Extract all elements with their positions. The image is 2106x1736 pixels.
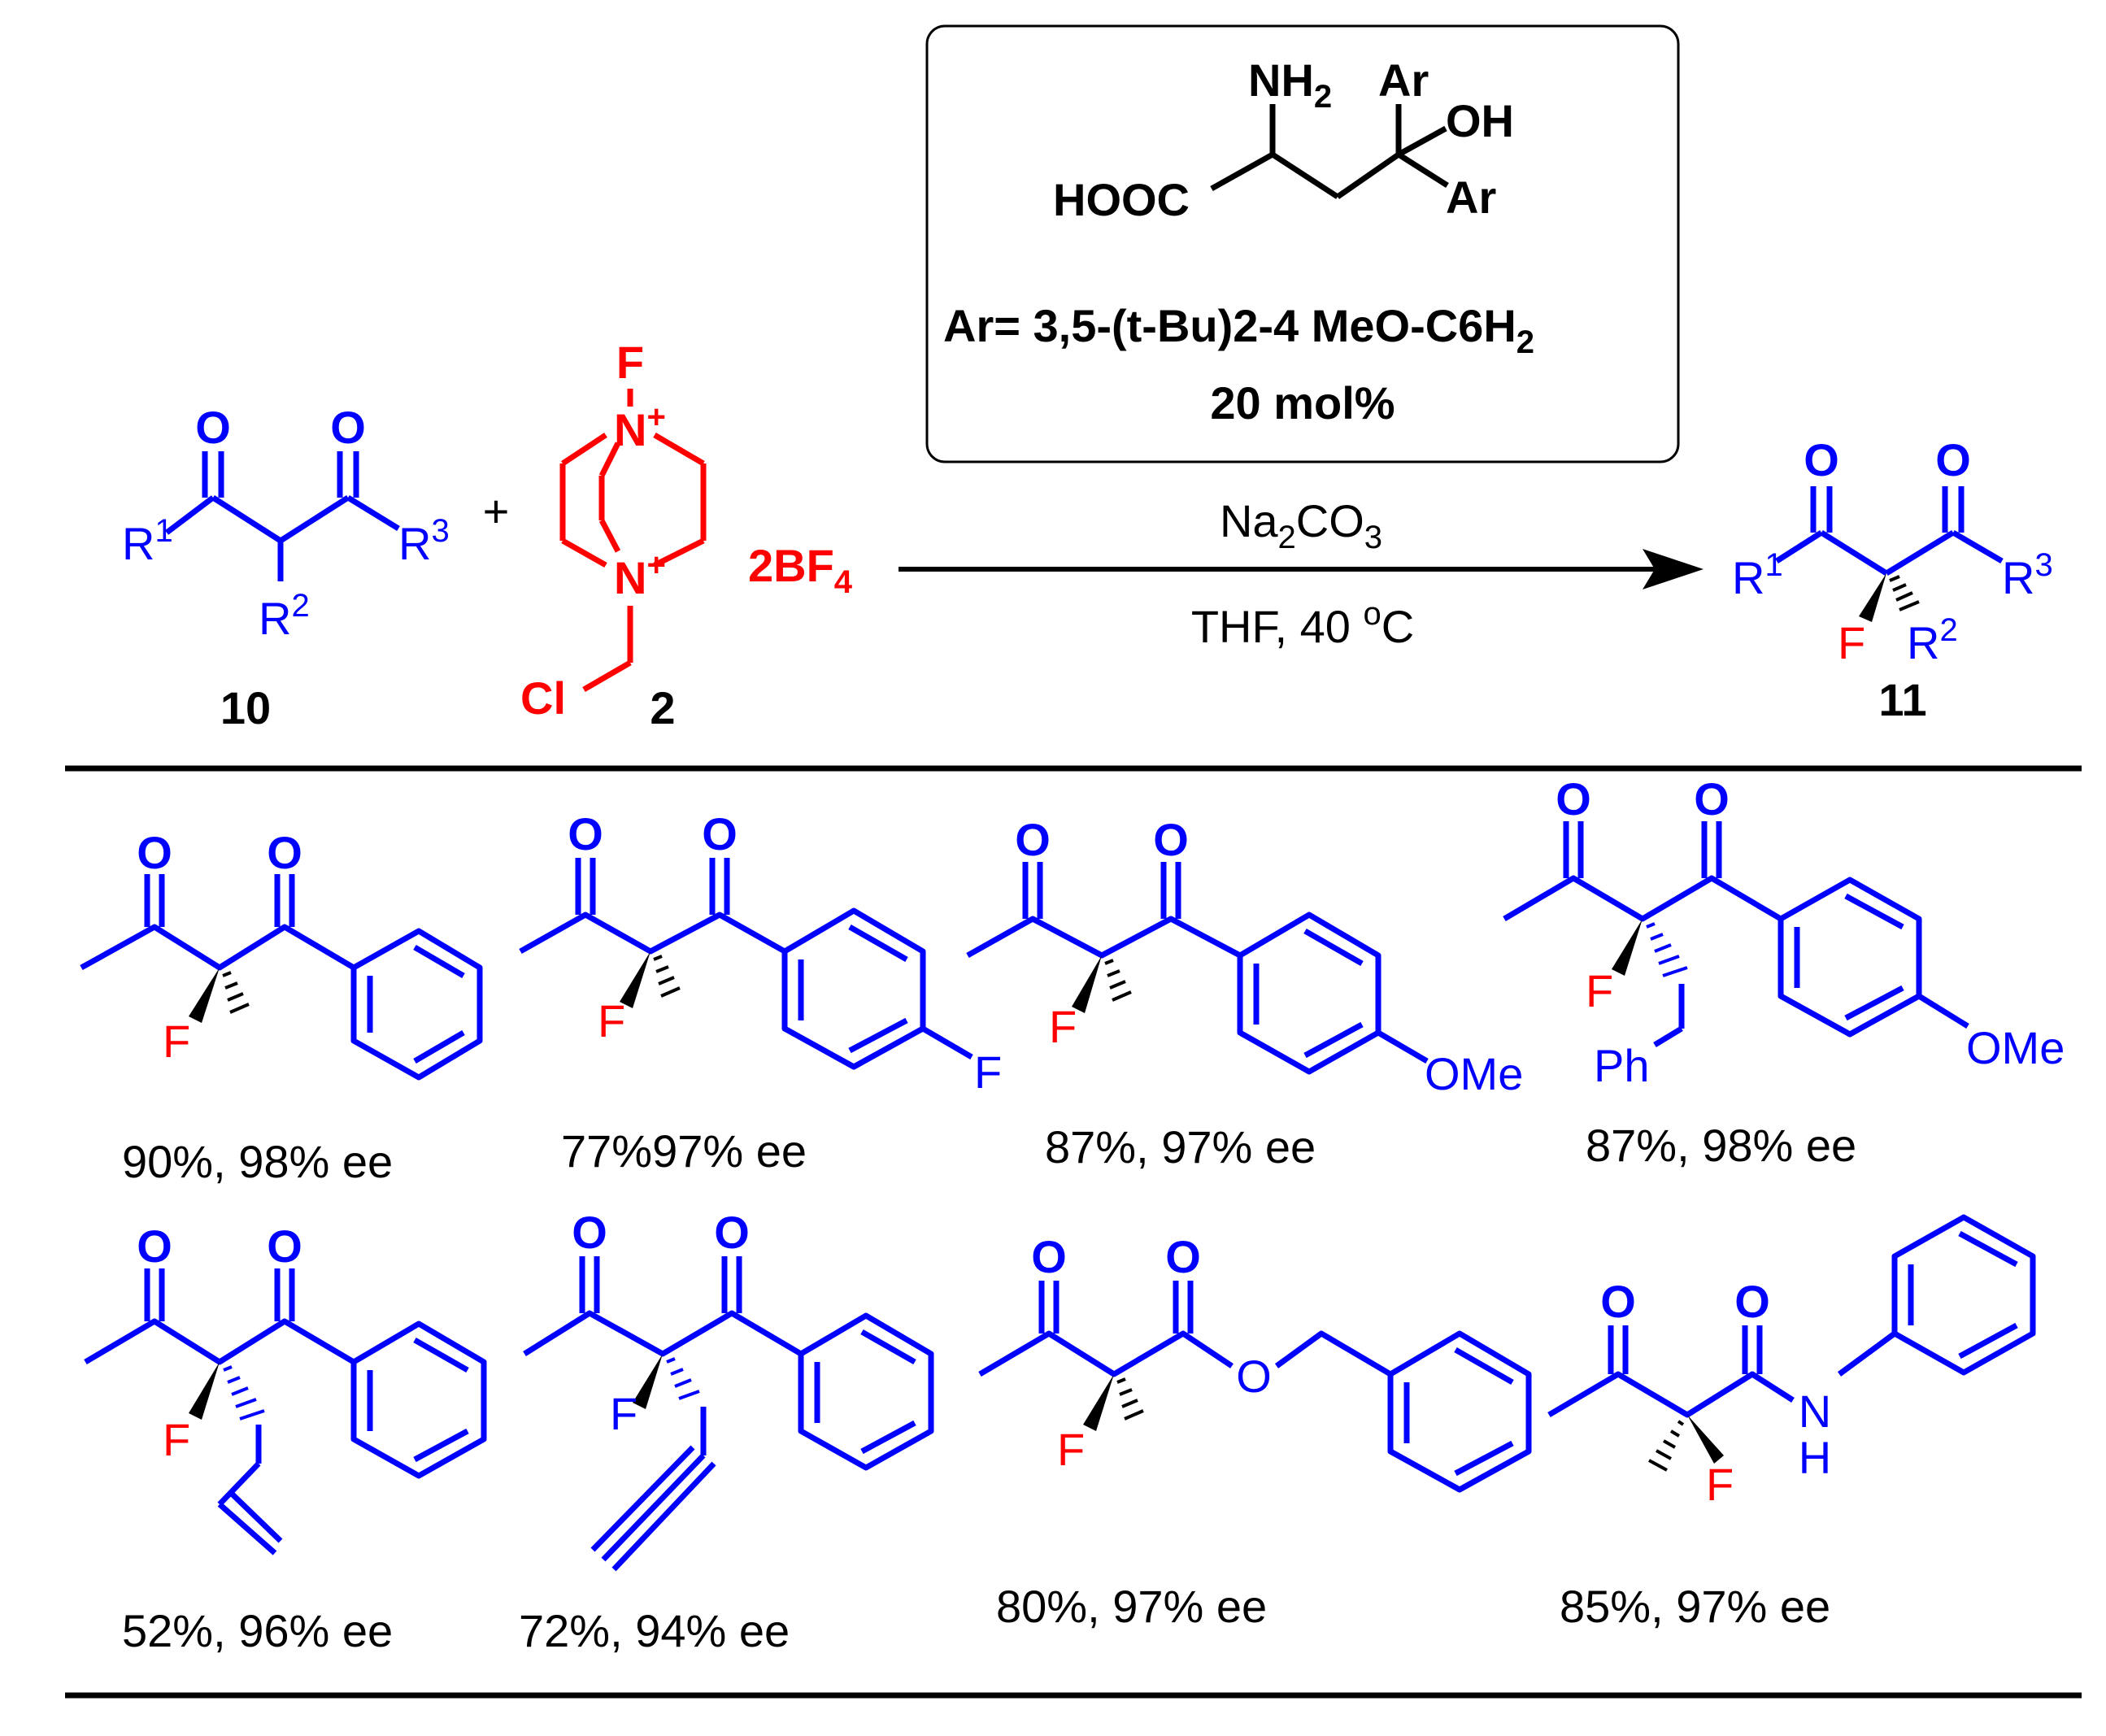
selectfluor-nitrogen-bottom: N+ xyxy=(614,547,666,603)
example-1: O O F 90%, 98% ee xyxy=(80,827,483,1187)
example-4-oxygen-left: O xyxy=(1556,773,1591,824)
example-2-fluorine: F xyxy=(598,995,625,1046)
example-7-oxygen-left: O xyxy=(1031,1231,1067,1282)
example-6-result: 72%, 94% ee xyxy=(519,1605,790,1656)
plus-sign: + xyxy=(483,485,510,537)
example-5: O O F 52%, 96% ee xyxy=(84,1220,487,1656)
condition-base: Na2CO3 xyxy=(1220,495,1382,555)
example-2-result: 77%97% ee xyxy=(561,1125,807,1177)
example-6-fluorine: F xyxy=(610,1388,637,1439)
example-3-result: 87%, 97% ee xyxy=(1045,1121,1316,1173)
catalyst-ar-bottom: Ar xyxy=(1446,172,1496,223)
reaction-arrow xyxy=(899,549,1704,590)
selectfluor-compound-number: 2 xyxy=(650,682,675,733)
catalyst-hydroxyl: OH xyxy=(1446,95,1514,146)
example-2-para-fluorine: F xyxy=(974,1046,1002,1098)
example-4-oxygen-right: O xyxy=(1694,773,1730,824)
product-r3: R3 xyxy=(2002,547,2053,603)
substrate-oxygen-right: O xyxy=(330,402,366,453)
example-2-oxygen-left: O xyxy=(568,808,603,859)
catalyst-amine: NH2 xyxy=(1248,54,1332,115)
example-7-ester-oxygen: O xyxy=(1236,1351,1272,1402)
catalyst-ar-definition: Ar= 3,5-(t-Bu)2-4 MeO-C6H2 xyxy=(943,300,1534,360)
catalyst-acid: HOOC xyxy=(1053,174,1190,225)
example-3-oxygen-left: O xyxy=(1015,814,1051,865)
substrate-r3: R3 xyxy=(398,513,450,569)
product-r2: R2 xyxy=(1907,612,1958,668)
example-3-methoxy: OMe xyxy=(1425,1048,1523,1099)
product-11: O O R1 R3 F R2 11 xyxy=(1732,434,2053,725)
example-4-phenyl: Ph xyxy=(1594,1040,1650,1091)
catalyst-box: NH2 HOOC Ar OH Ar Ar= 3,5-(t-Bu)2-4 MeO-… xyxy=(925,24,1680,463)
example-4-methoxy: OMe xyxy=(1966,1022,2065,1073)
selectfluor-2: F N+ N+ Cl 2BF4 2 xyxy=(520,337,853,733)
selectfluor-nitrogen-top: N+ xyxy=(614,399,666,455)
example-8-fluorine: F xyxy=(1706,1459,1734,1510)
example-7-fluorine: F xyxy=(1057,1424,1085,1475)
example-5-oxygen-left: O xyxy=(137,1220,172,1272)
example-1-result: 90%, 98% ee xyxy=(122,1136,393,1187)
catalyst-loading: 20 mol% xyxy=(1210,377,1395,429)
substrate-compound-number: 10 xyxy=(220,682,271,733)
example-3-fluorine: F xyxy=(1049,1001,1077,1052)
substrate-10: O O R1 R2 R3 10 xyxy=(122,402,450,733)
catalyst-skeleton xyxy=(1210,104,1449,199)
example-4-fluorine: F xyxy=(1586,965,1613,1016)
example-5-oxygen-right: O xyxy=(267,1220,302,1272)
example-3: O O F OMe 87%, 97% ee xyxy=(966,814,1523,1173)
example-8: O O N H F 85%, 97% ee xyxy=(1547,1214,2036,1632)
condition-solvent-temperature: THF, 40 oC xyxy=(1191,596,1414,652)
catalyst-ar-top: Ar xyxy=(1378,54,1429,106)
example-4: O O F Ph OMe 87%, 98% ee xyxy=(1503,773,2065,1171)
example-8-result: 85%, 97% ee xyxy=(1560,1581,1830,1632)
example-7: O O O F 80%, 97% ee xyxy=(978,1231,1532,1632)
product-oxygen-right: O xyxy=(1935,434,1971,485)
example-8-nitrogen: N xyxy=(1799,1386,1831,1437)
example-5-result: 52%, 96% ee xyxy=(122,1605,393,1656)
selectfluor-chlorine: Cl xyxy=(520,672,566,724)
example-2: O O F F 77%97% ee xyxy=(519,808,1002,1177)
product-fluorine: F xyxy=(1838,617,1865,668)
catalyst-frame xyxy=(925,24,1680,463)
selectfluor-fluorine: F xyxy=(616,337,644,388)
example-6: O O F 72%, 94% ee xyxy=(519,1207,934,1656)
example-4-result: 87%, 98% ee xyxy=(1586,1120,1856,1171)
example-7-oxygen-right: O xyxy=(1165,1231,1201,1282)
product-r1: R1 xyxy=(1732,547,1783,603)
product-compound-number: 11 xyxy=(1878,674,1926,725)
example-1-oxygen-right: O xyxy=(267,827,302,878)
example-6-oxygen-right: O xyxy=(714,1207,750,1258)
substrate-oxygen-left: O xyxy=(195,402,231,453)
example-5-fluorine: F xyxy=(163,1414,190,1465)
example-6-oxygen-left: O xyxy=(572,1207,607,1258)
example-2-oxygen-right: O xyxy=(702,808,738,859)
example-8-oxygen-right: O xyxy=(1734,1276,1770,1327)
example-1-oxygen-left: O xyxy=(137,827,172,878)
example-3-oxygen-right: O xyxy=(1153,814,1189,865)
substrate-r1: R1 xyxy=(122,513,173,569)
substrate-r2: R2 xyxy=(259,588,310,644)
example-1-fluorine: F xyxy=(163,1016,190,1067)
example-8-hydrogen: H xyxy=(1799,1432,1831,1483)
product-oxygen-left: O xyxy=(1804,434,1839,485)
selectfluor-counterion: 2BF4 xyxy=(748,540,853,600)
example-8-oxygen-left: O xyxy=(1600,1276,1636,1327)
example-7-result: 80%, 97% ee xyxy=(996,1581,1267,1632)
